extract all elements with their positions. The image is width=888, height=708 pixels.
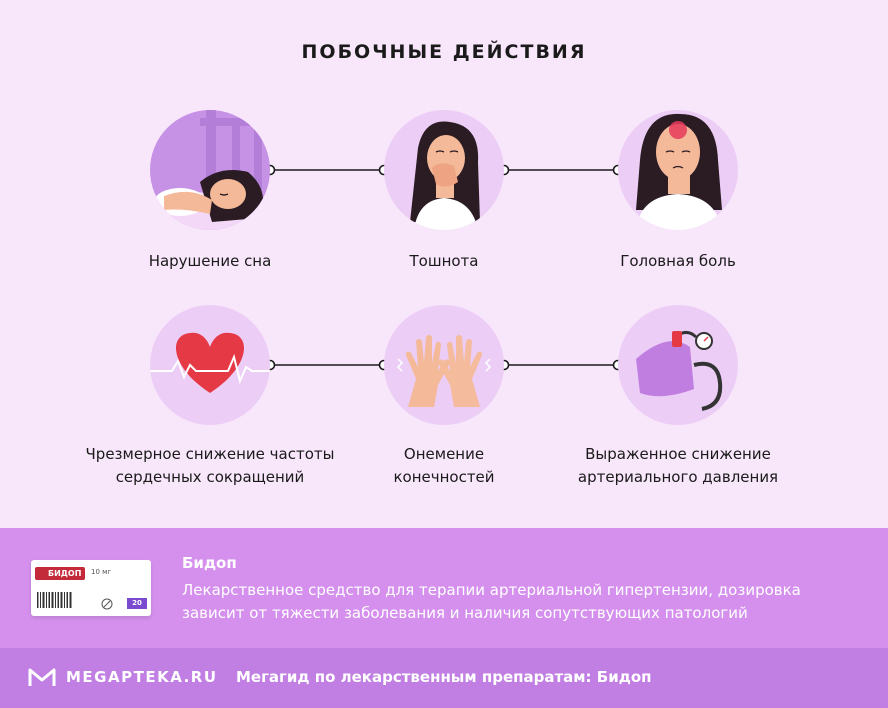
drug-name: Бидоп — [182, 554, 237, 572]
effect-label-sleep-disorder: Нарушение сна — [148, 252, 272, 270]
effect-label-bradycardia: Чрезмерное снижение частоты сердечных со… — [85, 445, 335, 486]
effect-label-hypotension: Выраженное снижение артериального давлен… — [577, 445, 779, 486]
drug-package-image: БИДОП 10 мг 20 — [31, 560, 151, 616]
headache-woman-icon — [618, 110, 738, 230]
heart-pulse-icon — [150, 305, 270, 425]
blood-pressure-monitor-icon — [618, 305, 738, 425]
drug-description: Лекарственное средство для терапии артер… — [182, 581, 801, 622]
barcode-icon — [37, 592, 72, 608]
effect-label-nausea: Тошнота — [409, 252, 479, 270]
site-logo-text: MEGAPTEKA.RU — [66, 668, 218, 686]
rx-symbol-icon — [101, 598, 113, 610]
nauseous-woman-icon — [384, 110, 504, 230]
megapteka-logo-icon — [28, 668, 56, 686]
numb-hands-icon — [384, 305, 504, 425]
drug-package-dose: 10 мг — [91, 568, 112, 576]
effect-label-numbness: Онемение конечностей — [393, 445, 495, 486]
footer-caption: Мегагид по лекарственным препаратам: Бид… — [236, 668, 652, 686]
drug-package-count: 20 — [127, 598, 147, 609]
effect-label-headache: Головная боль — [620, 252, 736, 270]
sleeping-woman-icon — [150, 110, 270, 230]
footer-band — [0, 648, 888, 708]
page-title: ПОБОЧНЫЕ ДЕЙСТВИЯ — [301, 41, 587, 63]
drug-package-brand: БИДОП — [35, 567, 86, 580]
site-logo[interactable]: MEGAPTEKA.RU — [28, 666, 218, 688]
